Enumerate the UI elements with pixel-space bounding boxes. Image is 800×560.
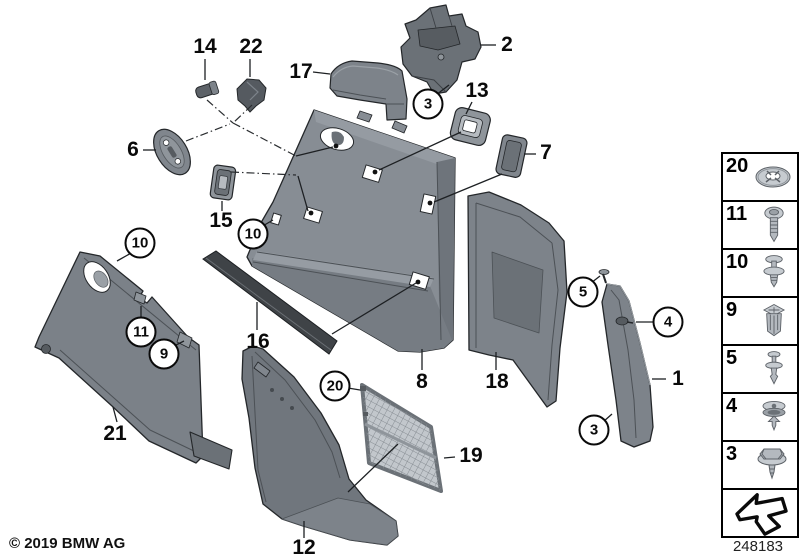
expansion-nut-icon <box>752 299 796 343</box>
part-8-shape <box>246 109 456 353</box>
legend-number: 10 <box>726 251 749 273</box>
part-19-shape <box>360 383 443 493</box>
legend-row-3: 3 <box>723 442 797 490</box>
grommet-clip-icon <box>752 395 796 439</box>
diagram-number: 248183 <box>732 538 784 555</box>
legend-row-5: 5 <box>723 346 797 394</box>
screw-icon <box>752 203 796 247</box>
screw-5-insitu <box>598 269 610 284</box>
part-6-shape <box>153 128 191 176</box>
leader-dots <box>308 143 433 285</box>
leader-lines <box>112 44 666 538</box>
legend-number: 5 <box>726 347 738 369</box>
legend-row-20: 20 <box>723 154 797 202</box>
pin-4-insitu <box>615 316 634 326</box>
legend-row-arrow <box>723 490 797 536</box>
fastener-legend: 20 11 10 9 5 4 3 <box>721 152 799 538</box>
part-7-shape <box>495 134 528 178</box>
hex-screw-washer-icon <box>748 443 796 487</box>
speed-nut-icon <box>748 156 796 198</box>
legend-row-4: 4 <box>723 394 797 442</box>
expanding-rivet-icon <box>752 251 796 295</box>
legend-number: 3 <box>726 443 738 465</box>
part-18-shape <box>467 191 568 408</box>
part-1-shape <box>601 283 654 448</box>
part-21-shape <box>34 251 233 470</box>
part-2-shape <box>400 4 482 95</box>
push-pin-rivet-icon <box>752 347 796 391</box>
legend-row-10: 10 <box>723 250 797 298</box>
direction-arrow-icon <box>731 488 793 538</box>
legend-number: 9 <box>726 299 738 321</box>
copyright-notice: © 2019 BMW AG <box>9 535 126 552</box>
part-15-shape <box>209 164 237 201</box>
legend-row-11: 11 <box>723 202 797 250</box>
part-12-shape <box>241 345 399 546</box>
legend-number: 20 <box>726 155 749 177</box>
part-17-shape <box>329 60 408 121</box>
part-22-shape <box>236 78 267 113</box>
part-14-shape <box>195 80 220 99</box>
legend-row-9: 9 <box>723 298 797 346</box>
part-13-shape <box>449 107 491 147</box>
construction-lines <box>185 99 297 176</box>
legend-number: 11 <box>726 203 748 225</box>
part-16-shape <box>202 250 338 355</box>
legend-number: 4 <box>726 395 738 417</box>
